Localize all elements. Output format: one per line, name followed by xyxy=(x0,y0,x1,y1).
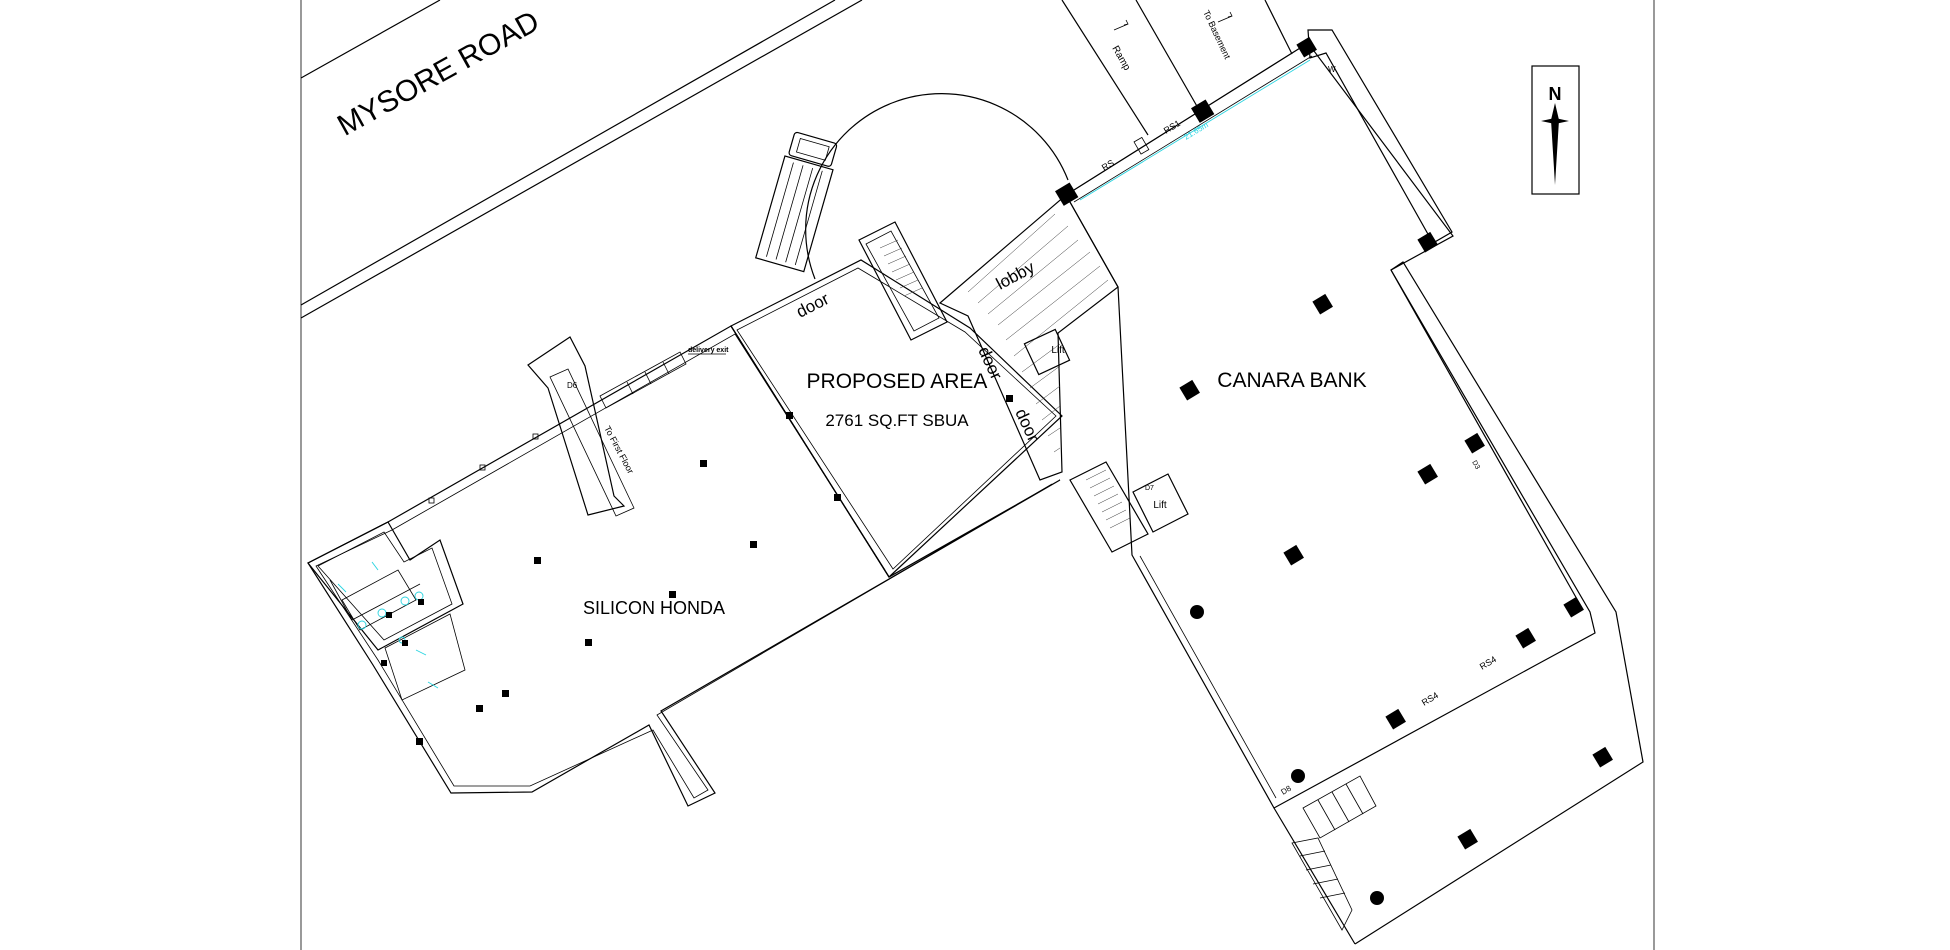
lift-label-2: Lift xyxy=(1153,500,1167,511)
door-code-d7: D7 xyxy=(1145,485,1154,492)
first-floor-stair: To First Floor D6 xyxy=(527,336,687,517)
delivery-truck-icon xyxy=(754,131,838,273)
rs1-label: RS1 xyxy=(1162,118,1182,136)
door-code-d3: D3 xyxy=(1470,460,1481,471)
rs-label: RS xyxy=(1100,158,1116,173)
door-code-d6: D6 xyxy=(567,381,578,390)
silicon-honda-room: SILICON HONDA delivery exit xyxy=(307,325,1061,807)
front-arc xyxy=(805,93,1069,280)
lift-upper: Lift xyxy=(1023,328,1071,376)
proposed-area-size: 2761 SQ.FT SBUA xyxy=(825,411,969,430)
lift-lower: Lift D7 xyxy=(1132,473,1189,533)
site-boundary xyxy=(300,0,1655,950)
door-code-d8: D8 xyxy=(1279,783,1293,796)
mysore-road: MYSORE ROAD xyxy=(300,0,863,319)
canara-bank-room: 21.65m CANARA BANK RS RS1 W RS4 RS4 D8 D… xyxy=(1055,29,1596,809)
rs4-label-b: RS4 xyxy=(1478,654,1498,672)
w-label: W xyxy=(1328,65,1336,74)
staircase-lower xyxy=(1069,461,1149,553)
road-label: MYSORE ROAD xyxy=(332,5,545,143)
north-arrow: N xyxy=(1531,65,1580,195)
to-basement-label: To Basement xyxy=(1201,9,1232,61)
staircase-top xyxy=(858,221,948,341)
steps xyxy=(1291,775,1377,931)
north-icon: N xyxy=(1549,84,1562,104)
rs4-label-a: RS4 xyxy=(1420,690,1440,708)
rear-extension xyxy=(1273,261,1644,945)
lift-label-1: Lift xyxy=(1051,345,1065,356)
proposed-area-label: PROPOSED AREA xyxy=(807,370,988,393)
toilet-block xyxy=(307,521,466,701)
ramp-area: Ramp To Basement xyxy=(1061,0,1293,155)
dimension-label: 21.65m xyxy=(1182,120,1210,142)
ramp-label: Ramp xyxy=(1109,44,1132,73)
canara-bank-label: CANARA BANK xyxy=(1217,369,1366,392)
lobby-label: lobby xyxy=(993,257,1038,293)
silicon-honda-label: SILICON HONDA xyxy=(583,598,725,618)
delivery-exit-label: delivery exit xyxy=(688,347,729,354)
door-label-1: door xyxy=(793,289,832,322)
